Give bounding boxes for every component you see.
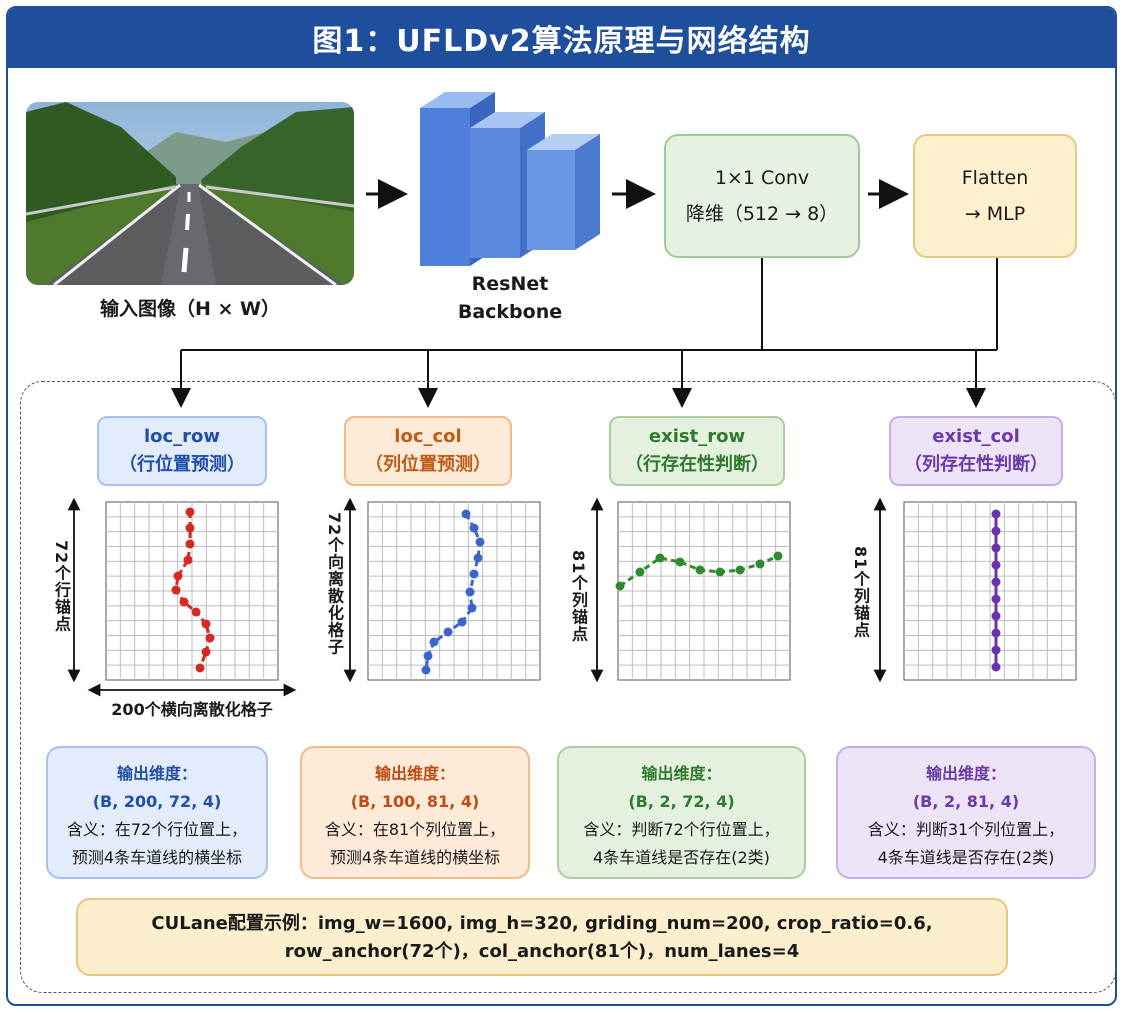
- output-box-exist-col: 输出维度： (B, 2, 81, 4) 含义：判断31个列位置上， 4条车道线是…: [836, 746, 1096, 879]
- lane-curve-exist-row-point: [616, 582, 625, 591]
- lane-curve-loc-col-point: [424, 652, 433, 661]
- lane-curve-loc-row-point: [172, 586, 181, 595]
- lane-curve-exist-row-point: [736, 566, 745, 575]
- lane-curve-loc-col-point: [458, 618, 467, 627]
- output-box-loc-col: 输出维度： (B, 100, 81, 4) 含义：在81个列位置上， 预测4条车…: [300, 746, 530, 879]
- lane-curve-exist-row-point: [716, 568, 725, 577]
- lane-curve-exist-col-point: [992, 578, 1001, 587]
- lane-curve-exist-row-point: [676, 558, 685, 567]
- lane-curve-loc-col-point: [430, 638, 439, 647]
- backbone-caption: ResNet Backbone: [430, 270, 590, 326]
- grid-loc-col: [368, 502, 540, 680]
- lane-curve-loc-row-point: [206, 634, 215, 643]
- lane-curve-exist-row-point: [756, 560, 765, 569]
- lane-curve-loc-row-point: [184, 556, 193, 565]
- lane-curve-loc-row-point: [186, 540, 195, 549]
- lane-curve-exist-col-point: [992, 663, 1001, 672]
- axis-label-exist-col: 81个列锚点: [848, 546, 872, 638]
- lane-curve-exist-col-point: [992, 646, 1001, 655]
- axis-label-col-grid: 72个向离散化格子: [322, 512, 346, 655]
- head-loc-row: loc_row （行位置预测）: [97, 416, 267, 486]
- resnet-backbone-icon: [420, 92, 600, 266]
- lane-curve-loc-row-point: [202, 620, 211, 629]
- lane-curve-exist-row-point: [636, 568, 645, 577]
- grid-exist-col: [904, 502, 1076, 680]
- axis-label-exist-row: 81个列锚点: [566, 550, 590, 642]
- lane-curve-loc-col-point: [422, 666, 431, 675]
- output-box-loc-row: 输出维度： (B, 200, 72, 4) 含义：在72个行位置上， 预测4条车…: [46, 746, 268, 879]
- lane-curve-loc-row-point: [196, 664, 205, 673]
- lane-curve-exist-col-point: [992, 612, 1001, 621]
- lane-curve-loc-col-point: [466, 588, 475, 597]
- lane-curve-loc-col-point: [476, 538, 485, 547]
- lane-curve-exist-col-point: [992, 527, 1001, 536]
- lane-curve-loc-col-point: [474, 554, 483, 563]
- lane-curve-loc-row-point: [202, 648, 211, 657]
- lane-curve-loc-row-point: [180, 598, 189, 607]
- lane-curve-loc-row-point: [186, 524, 195, 533]
- head-exist-row: exist_row （行存在性判断）: [609, 416, 785, 486]
- lane-curve-exist-row-point: [774, 552, 783, 561]
- conv-block: 1×1 Conv 降维（512 → 8）: [664, 134, 860, 258]
- prediction-grids: [0, 490, 1123, 725]
- lane-curve-exist-col-point: [992, 510, 1001, 519]
- lane-curve-loc-col-point: [470, 524, 479, 533]
- head-loc-col: loc_col （列位置预测）: [344, 416, 512, 486]
- lane-curve-exist-row-point: [696, 566, 705, 575]
- grid-exist-row: [618, 502, 790, 680]
- axis-label-row-anchors: 72个行锚点: [49, 540, 73, 632]
- lane-curve-exist-col-point: [992, 544, 1001, 553]
- lane-curve-loc-col-point: [462, 510, 471, 519]
- lane-curve-loc-row-point: [174, 572, 183, 581]
- lane-curve-loc-row-point: [186, 508, 195, 517]
- head-exist-col: exist_col （列存在性判断）: [889, 416, 1063, 486]
- lane-curve-loc-col-point: [468, 604, 477, 613]
- x-axis-label: 200个横向离散化格子: [92, 696, 292, 720]
- output-box-exist-row: 输出维度： (B, 2, 72, 4) 含义：判断72个行位置上， 4条车道线是…: [557, 746, 806, 879]
- lane-curve-exist-col-point: [992, 595, 1001, 604]
- lane-curve-loc-row-point: [192, 608, 201, 617]
- lane-curve-loc-col-point: [470, 570, 479, 579]
- lane-curve-exist-col-point: [992, 629, 1001, 638]
- lane-curve-exist-col-point: [992, 561, 1001, 570]
- lane-curve-loc-col-point: [444, 628, 453, 637]
- config-example: CULane配置示例：img_w=1600, img_h=320, gridin…: [76, 898, 1008, 976]
- lane-curve-exist-row-point: [656, 554, 665, 563]
- mlp-block: Flatten → MLP: [913, 134, 1077, 258]
